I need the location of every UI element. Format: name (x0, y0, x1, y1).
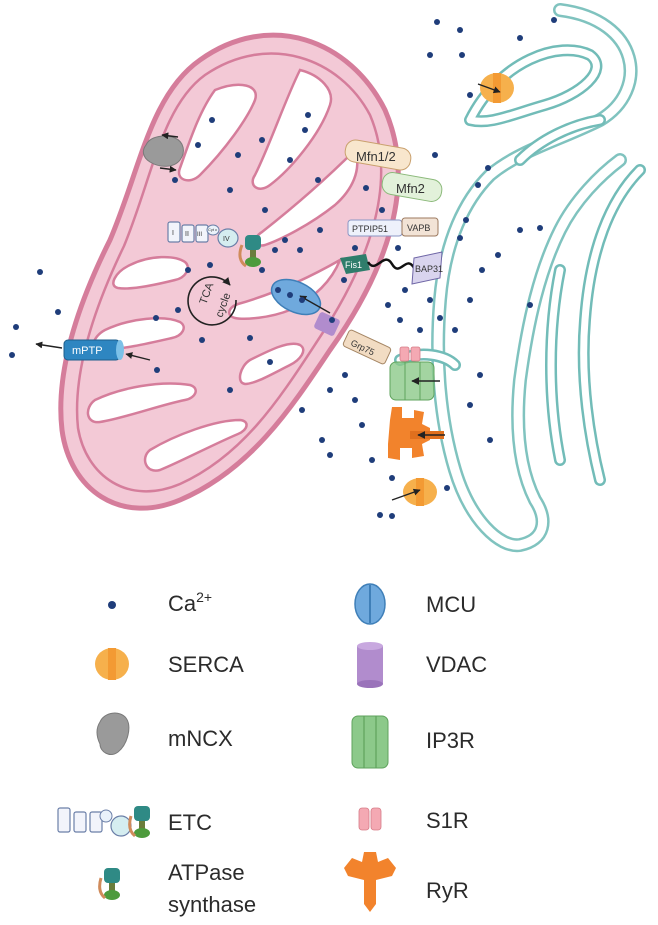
mfn12-tether: Mfn1/2 (344, 139, 412, 171)
serca-pump-bottom (391, 478, 437, 506)
legend-label-etc: ETC (168, 810, 212, 835)
legend-label-atpase-line2: synthase (168, 892, 256, 917)
legend-label-serca: SERCA (168, 652, 244, 677)
legend-label-ip3r: IP3R (426, 728, 475, 753)
mncx-icon (96, 712, 130, 755)
legend-label-vdac: VDAC (426, 652, 487, 677)
serca-icon (95, 648, 129, 680)
mptp-channel: mPTP (35, 339, 151, 361)
vdac-icon (357, 642, 383, 688)
svg-text:Ca2+: Ca2+ (168, 589, 212, 616)
fis1-label: Fis1 (345, 260, 362, 270)
calcium-ions (9, 17, 557, 519)
legend: Ca2+ SERCA mNCX (57, 583, 487, 917)
legend-superscript-calcium: 2+ (196, 589, 212, 605)
legend-item-calcium: Ca2+ (108, 589, 212, 616)
legend-item-serca: SERCA (95, 648, 244, 680)
legend-item-ip3r: IP3R (351, 715, 475, 769)
legend-label-mcu: MCU (426, 592, 476, 617)
legend-item-atpase: ATPase synthase (98, 860, 256, 917)
mcu-channel (270, 278, 331, 316)
legend-label-ryr: RyR (426, 878, 469, 903)
mncx-transporter (142, 132, 184, 173)
ryr-icon (344, 852, 396, 912)
mptp-label: mPTP (72, 345, 103, 357)
ryr-channel (388, 407, 445, 460)
bap31-label: BAP31 (415, 264, 443, 274)
vapb-label: VAPB (407, 223, 430, 233)
vapb-protein: VAPB (401, 217, 439, 237)
legend-label-mncx: mNCX (168, 726, 233, 751)
legend-item-mcu: MCU (354, 583, 476, 625)
legend-label-s1r: S1R (426, 808, 469, 833)
ptpip51-label: PTPIP51 (352, 224, 388, 234)
legend-item-etc: ETC (57, 806, 212, 838)
serca-pump-top (477, 73, 514, 103)
legend-item-s1r: S1R (358, 807, 469, 833)
ip3r-icon (351, 715, 389, 769)
etc-complex-1: I (172, 230, 174, 237)
legend-label-atpase-line1: ATPase (168, 860, 245, 885)
calcium-dot-icon (108, 601, 116, 609)
etc-complex-cyt: Cyt c (208, 227, 217, 232)
etc-complex-3: III (197, 232, 202, 238)
etc-complex-2: II (185, 231, 189, 238)
mcu-icon (354, 583, 386, 625)
s1r-ip3r-complex (389, 346, 440, 401)
etc-complex-4: IV (223, 236, 230, 243)
atpase-synthase-icon (98, 868, 120, 900)
mfn2-tether: Mfn2 (381, 172, 443, 202)
legend-item-mncx: mNCX (96, 712, 233, 755)
mfn12-label: Mfn1/2 (356, 149, 396, 164)
bap31-protein: BAP31 (411, 251, 443, 285)
etc-icon (57, 806, 150, 838)
etc-complex: I II III Cyt c IV (167, 221, 261, 268)
mfn2-label: Mfn2 (396, 181, 425, 196)
fis1-protein: Fis1 (340, 254, 416, 274)
s1r-icon (358, 807, 382, 831)
grp75-protein: Grp75 (342, 329, 392, 365)
legend-item-ryr: RyR (344, 852, 469, 912)
legend-label-calcium: Ca (168, 591, 197, 616)
legend-item-vdac: VDAC (357, 642, 487, 688)
ptpip51-protein: PTPIP51 (347, 219, 403, 237)
